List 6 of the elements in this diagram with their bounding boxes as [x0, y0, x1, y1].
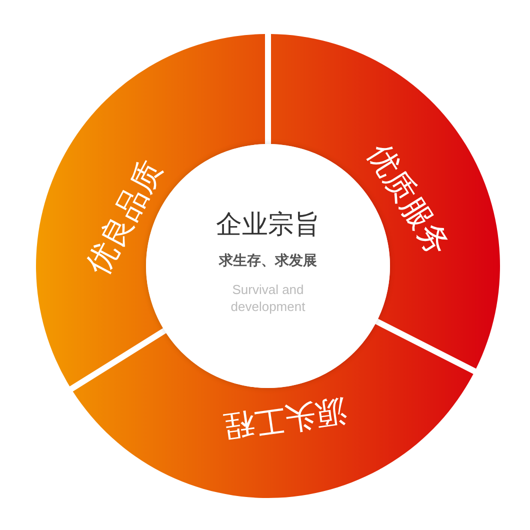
segment-label: 优质服务	[362, 139, 454, 261]
segment-label: 优良品质	[82, 156, 168, 280]
segment-label: 源头工程	[221, 394, 349, 442]
center-title: 企业宗旨	[216, 208, 320, 242]
center-subtitle: 求生存、求发展	[219, 252, 317, 270]
english-subtitle: Survival and development	[230, 282, 306, 316]
